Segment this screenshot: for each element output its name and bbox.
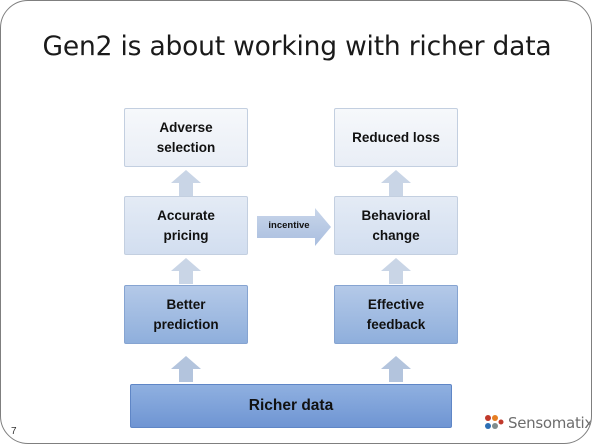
- sensomatix-logo: Sensomatix: [484, 414, 592, 432]
- up-arrow-icon: [381, 258, 411, 284]
- reduced-loss-label: Reduced loss: [352, 129, 440, 145]
- better-prediction-label: Better prediction: [153, 296, 219, 332]
- richer-data-label: Richer data: [248, 397, 334, 414]
- adverse-selection-box: Adverse selection: [124, 108, 248, 167]
- effective-feedback-label: Effective feedback: [366, 296, 426, 332]
- better-prediction-box: Better prediction: [124, 285, 248, 344]
- slide-number: 7: [11, 426, 17, 437]
- up-arrow-icon: [381, 170, 411, 196]
- richer-data-bar: Richer data: [130, 384, 452, 428]
- adverse-selection-label: Adverse selection: [156, 119, 216, 155]
- incentive-arrow: incentive: [257, 208, 331, 246]
- accurate-pricing-box: Accurate pricing: [124, 196, 248, 255]
- behavioral-change-label: Behavioral change: [361, 207, 431, 243]
- up-arrow-icon: [171, 356, 201, 382]
- reduced-loss-box: Reduced loss: [334, 108, 458, 167]
- behavioral-change-box: Behavioral change: [334, 196, 458, 255]
- up-arrow-icon: [171, 170, 201, 196]
- up-arrow-icon: [171, 258, 201, 284]
- sensomatix-logo-icon: [485, 415, 504, 429]
- incentive-label: incentive: [268, 220, 310, 231]
- up-arrow-icon: [381, 356, 411, 382]
- right-arrow-icon: [257, 208, 331, 246]
- logo-text: Sensomatix: [508, 414, 592, 432]
- accurate-pricing-label: Accurate pricing: [157, 207, 215, 243]
- slide-title: Gen2 is about working with richer data: [42, 31, 552, 62]
- effective-feedback-box: Effective feedback: [334, 285, 458, 344]
